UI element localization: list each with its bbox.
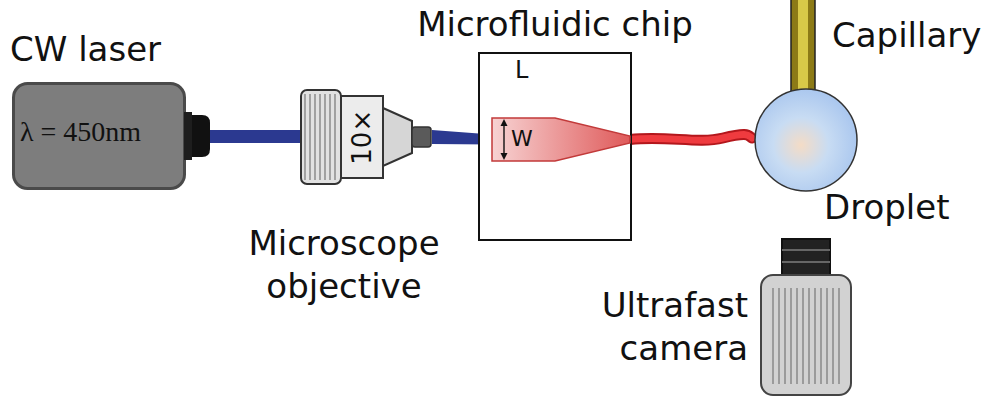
droplet-label: Droplet bbox=[824, 186, 950, 229]
objective-caption: Microscope objective bbox=[224, 222, 464, 307]
droplet-circle bbox=[754, 88, 858, 192]
microchannel: W bbox=[492, 118, 630, 161]
droplet-circle: Droplet bbox=[754, 88, 858, 192]
laser-beam bbox=[210, 136, 300, 137]
chip-heading: Microfluidic chip bbox=[417, 3, 693, 46]
capillary-label: Capillary bbox=[832, 14, 981, 57]
capillary-tube: Capillary bbox=[790, 0, 816, 90]
laser-heading: CW laser bbox=[10, 28, 161, 71]
wavelength-label: λ = 450nm bbox=[20, 114, 180, 149]
dimension-label: L bbox=[515, 56, 528, 85]
laser-body: CW laserλ = 450nm bbox=[12, 82, 210, 190]
camera-label: Ultrafast camera bbox=[574, 284, 748, 369]
chip-outline: Microfluidic chipW bbox=[478, 52, 632, 241]
magnification-label: 10× bbox=[341, 88, 383, 186]
width-label: W bbox=[511, 125, 533, 153]
ultrafast-camera bbox=[760, 238, 852, 396]
microscope-objective: 10×Microscope objective bbox=[300, 88, 432, 186]
liquid-jet bbox=[630, 135, 752, 141]
capillary-tube bbox=[790, 0, 816, 90]
ultrafast-camera: Ultrafast camera bbox=[760, 238, 852, 396]
